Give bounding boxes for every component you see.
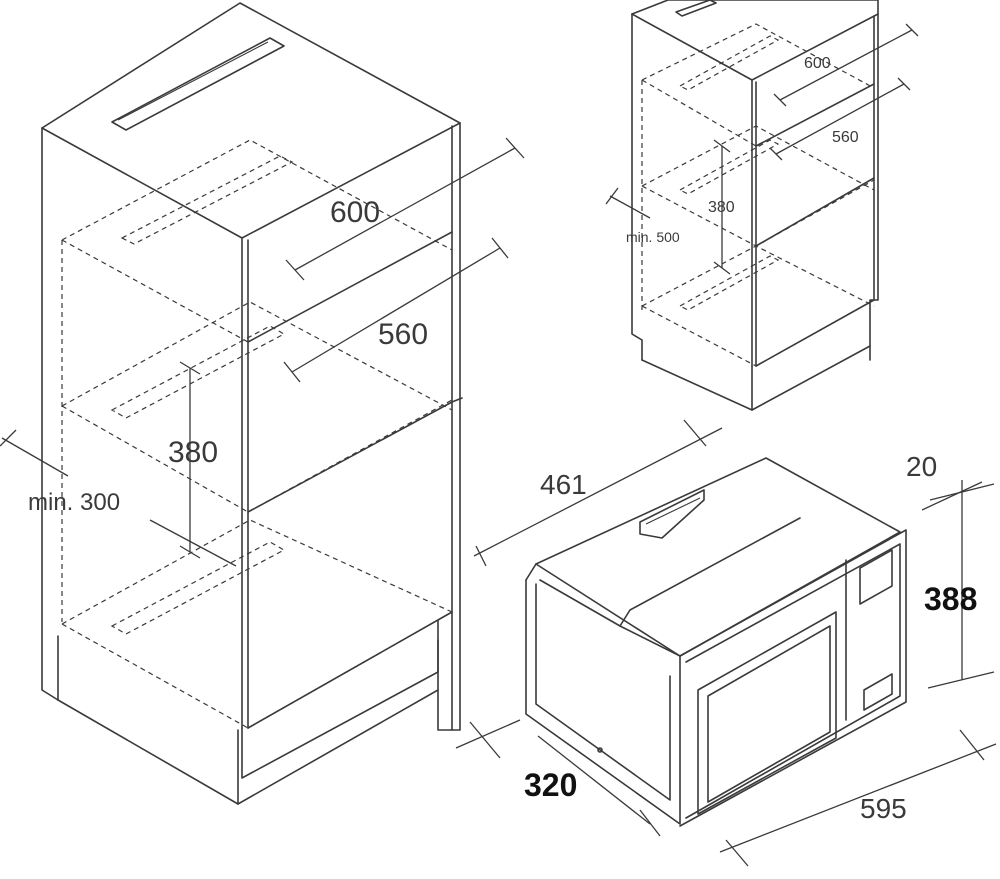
small-cabinet: [631, 0, 879, 411]
small-min-label: min. 500: [626, 229, 680, 245]
microwave-depth-label: 461: [540, 469, 587, 500]
small-height-label: 380: [708, 199, 735, 216]
microwave-frame-label: 20: [906, 451, 937, 482]
large-min-label: min. 300: [28, 489, 120, 516]
microwave-width-label: 595: [860, 793, 907, 824]
small-cabinet-dimensions: [605, 23, 919, 275]
microwave-height-label: 388: [924, 581, 977, 617]
large-depth-label: 560: [378, 318, 428, 351]
large-cabinet: [41, 2, 463, 805]
microwave-dimensions: [455, 419, 997, 867]
large-cabinet-dimensions: [0, 137, 525, 567]
microwave-recess-label: 320: [524, 767, 577, 803]
small-width-label: 600: [804, 55, 831, 72]
large-width-label: 600: [330, 196, 380, 229]
microwave: [525, 457, 907, 827]
large-height-label: 380: [168, 436, 218, 469]
small-depth-label: 560: [832, 129, 859, 146]
